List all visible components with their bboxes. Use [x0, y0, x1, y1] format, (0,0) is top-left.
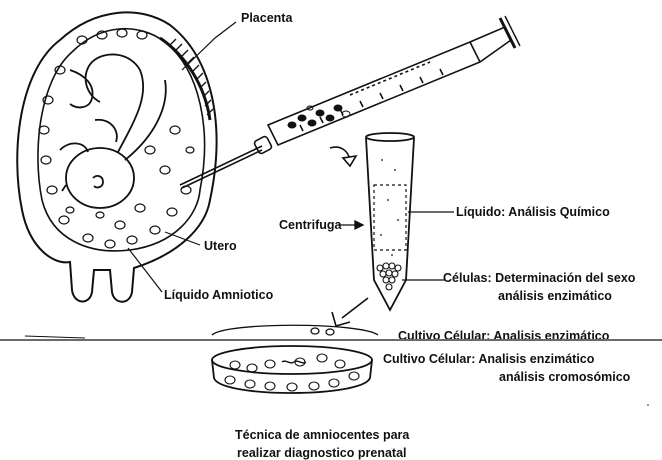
uterus-drawing [17, 12, 216, 301]
label-celulas-line2: análisis enzimático [498, 289, 612, 303]
placenta-drawing [160, 38, 213, 120]
leader-lines [128, 22, 454, 292]
label-liquido-analisis: Líquido: Análisis Químico [456, 205, 610, 219]
label-centrifuga: Centrifuga [279, 218, 343, 232]
petri-dish-drawing [212, 346, 372, 393]
test-tube-dots [380, 159, 399, 256]
label-cultivo-line2: análisis cromosómico [499, 370, 631, 384]
label-cultivo-line1: Cultivo Célular: Analisis enzimático [383, 352, 595, 366]
curved-arrow-syringe-to-tube [330, 147, 356, 166]
test-tube-pellet [377, 263, 401, 290]
label-celulas-line1: Células: Determinación del sexo [443, 271, 636, 285]
syringe-cells [288, 105, 350, 128]
hollow-arrow-tube-to-dish [332, 298, 368, 326]
caption-line2: realizar diagnostico prenatal [237, 446, 407, 460]
centrifuga-arrow [338, 221, 363, 229]
fetus-drawing [60, 54, 166, 208]
petri-dish-cells [225, 354, 359, 391]
label-placenta: Placenta [241, 11, 293, 25]
label-cultivo-cut: Cultivo Célular: Analisis enzimático [398, 329, 610, 343]
label-liquido-amniotico: Líquido Amniotico [164, 288, 274, 302]
test-tube-drawing [366, 133, 414, 310]
label-utero: Utero [204, 239, 237, 253]
caption-line1: Técnica de amniocentes para [235, 428, 410, 442]
scan-speck [647, 404, 649, 406]
